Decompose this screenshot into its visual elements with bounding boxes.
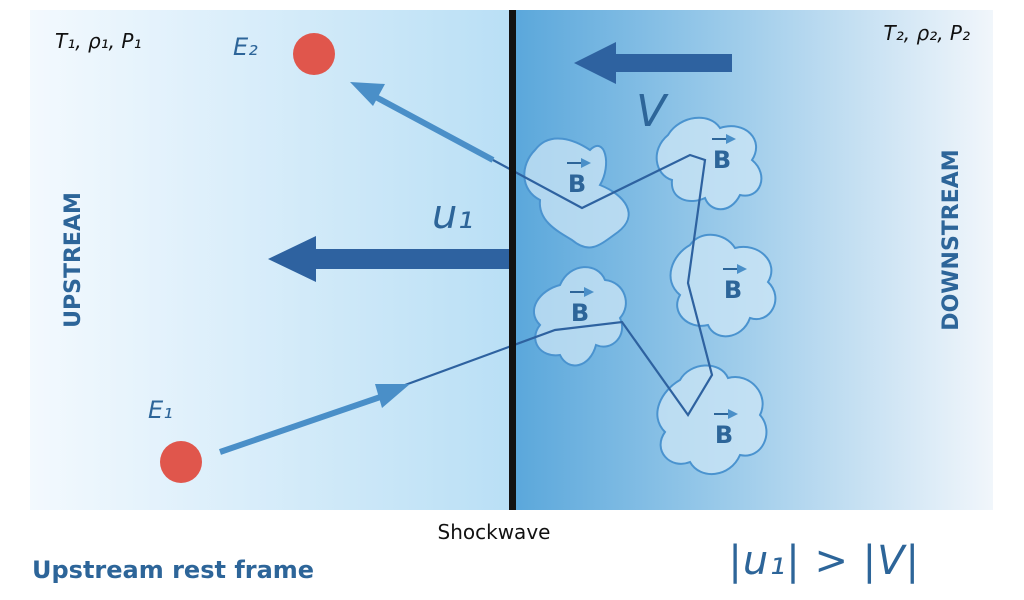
magnetic-cloud-3: B: [533, 266, 627, 367]
u1-arrow: [268, 236, 509, 282]
b-field-label: B: [713, 146, 731, 174]
frame-caption: Upstream rest frame: [32, 556, 315, 584]
particle-e1: [160, 441, 202, 483]
b-field-label: B: [571, 299, 589, 327]
e2-label: E₂: [233, 33, 258, 61]
u1-label: u₁: [432, 192, 473, 238]
incoming-path: [219, 389, 396, 455]
magnetic-cloud-4: B: [669, 233, 777, 338]
v-label: V: [636, 86, 669, 137]
magnetic-cloud-1: B: [523, 137, 630, 249]
downstream-state-label: T₂, ρ₂, P₂: [884, 21, 970, 45]
particle-e2: [293, 33, 335, 75]
outgoing-path: [370, 92, 495, 163]
e1-label: E₁: [148, 396, 173, 424]
shockwave-caption: Shockwave: [437, 520, 551, 544]
magnetic-cloud-2: B: [655, 116, 763, 211]
b-field-label: B: [568, 170, 586, 198]
downstream-side-label: DOWNSTREAM: [939, 149, 964, 330]
shock-line: [509, 10, 516, 510]
b-field-label: B: [724, 276, 742, 304]
outgoing-arrowhead-icon: [350, 82, 385, 106]
upstream-state-label: T₁, ρ₁, P₁: [55, 29, 141, 53]
particle-trajectory: [404, 153, 714, 418]
velocity-relation: |u₁| > |V|: [728, 538, 920, 584]
v-arrow: [574, 42, 732, 84]
incoming-arrowhead-icon: [375, 384, 410, 408]
b-field-label: B: [715, 421, 733, 449]
upstream-side-label: UPSTREAM: [61, 192, 86, 328]
magnetic-cloud-5: B: [656, 364, 768, 476]
